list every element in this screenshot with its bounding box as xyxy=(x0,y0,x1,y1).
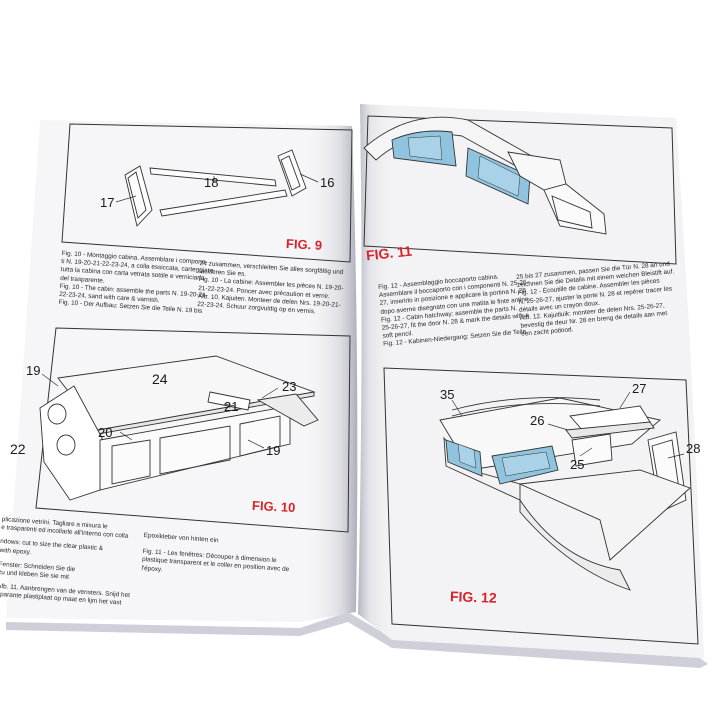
part-label-25: 25 xyxy=(570,457,585,472)
leader-lines xyxy=(41,173,685,459)
fig9-title: FIG. 9 xyxy=(285,236,323,253)
part-label-20: 20 xyxy=(98,425,113,440)
fig10-text-col1: plicazione vetrini. Tagliare a misura le… xyxy=(0,516,131,607)
fig11-text-col1: Fig. 12 - Assemblaggio boccaporto cabina… xyxy=(378,273,531,349)
part-label-27: 27 xyxy=(632,381,647,396)
gutter-shadow-right xyxy=(358,104,403,642)
fig10-title: FIG. 10 xyxy=(251,497,296,516)
fig12-drawing xyxy=(439,397,691,591)
fig9-text-col1: Fig. 10 - Montaggio cabina. Assemblare i… xyxy=(58,250,214,316)
part-label-17: 17 xyxy=(100,195,115,210)
part-label-16: 16 xyxy=(320,175,335,190)
fig12-frame xyxy=(383,367,699,645)
part-label-23: 23 xyxy=(282,379,297,394)
part-label-18: 18 xyxy=(204,175,219,190)
part-label-24: 24 xyxy=(152,371,168,387)
gutter-shadow-left xyxy=(300,124,358,622)
fig9-text-col2: 24 zusammen, verschleifen Sie alles sorg… xyxy=(196,260,344,316)
fig11-text-col2: 25 bis 27 zusammen, passen Sie die Tür N… xyxy=(516,260,675,339)
part-label-19-bottom: 19 xyxy=(266,443,281,458)
part-label-26: 26 xyxy=(530,413,545,428)
part-label-19-top: 19 xyxy=(26,363,41,378)
right-page xyxy=(358,104,704,658)
fig9-drawing xyxy=(124,149,307,227)
part-label-35: 35 xyxy=(440,387,455,402)
part-label-21: 21 xyxy=(224,399,239,414)
fig9-frame xyxy=(61,123,353,263)
fig10-drawing xyxy=(39,355,319,501)
fig12-title: FIG. 12 xyxy=(449,588,497,606)
fig11-drawing xyxy=(363,116,607,235)
page-stack-edge xyxy=(6,612,708,668)
fig11-frame xyxy=(363,115,677,265)
part-label-28: 28 xyxy=(686,441,701,456)
part-label-22: 22 xyxy=(10,441,26,457)
